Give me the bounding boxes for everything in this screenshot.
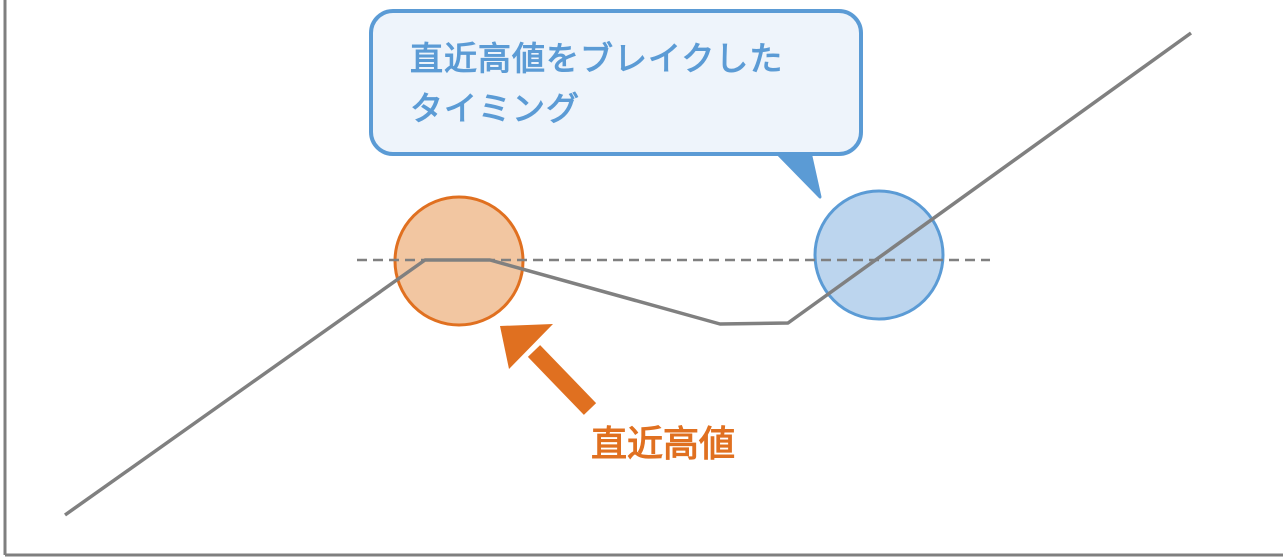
arrow-up-left-icon: [500, 324, 597, 415]
price-line: [63, 31, 1193, 517]
callout-text: 直近高値をブレイクした タイミング: [410, 34, 850, 134]
callout-line-2: タイミング: [410, 89, 580, 128]
recent-high-label: 直近高値: [591, 424, 736, 465]
callout-line-1: 直近高値をブレイクした: [410, 39, 784, 78]
callout-tail: [774, 150, 822, 199]
callout-box: [369, 9, 863, 156]
callout-bubble: [369, 9, 863, 199]
breakout-circle: [813, 189, 945, 321]
